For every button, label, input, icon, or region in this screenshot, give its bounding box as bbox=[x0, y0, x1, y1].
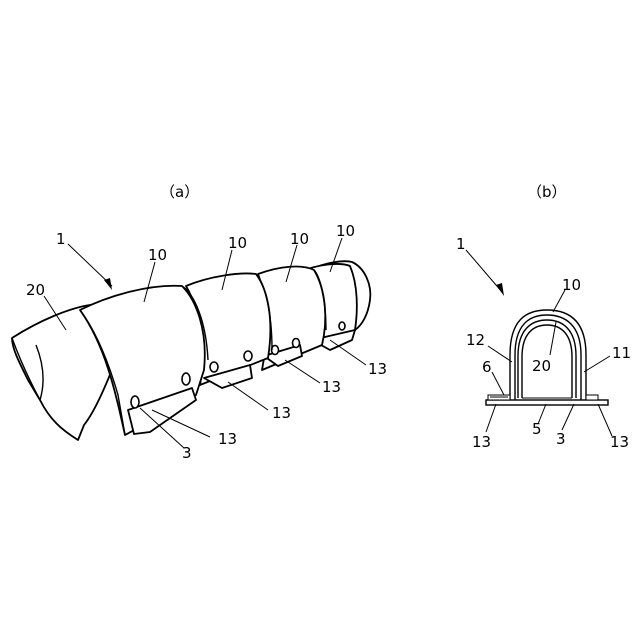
label-cover-2: 10 bbox=[228, 234, 247, 252]
caption-a: （a） bbox=[160, 183, 199, 201]
label-assembly-a: 1 bbox=[56, 230, 66, 248]
label-tab-left: 13 bbox=[472, 433, 491, 451]
label-cover-b: 10 bbox=[562, 276, 581, 294]
label-cover-4: 10 bbox=[336, 222, 355, 240]
label-tab-2: 13 bbox=[272, 404, 291, 422]
label-tube-b: 20 bbox=[532, 357, 551, 375]
label-part-6: 6 bbox=[482, 358, 492, 376]
label-tab-right: 13 bbox=[610, 433, 629, 451]
label-assembly-b: 1 bbox=[456, 235, 466, 253]
label-hole-a: 3 bbox=[182, 444, 192, 462]
label-side-right: 11 bbox=[612, 344, 631, 362]
label-tab-3: 13 bbox=[322, 378, 341, 396]
label-tube-a: 20 bbox=[26, 281, 45, 299]
caption-b: （b） bbox=[527, 183, 567, 201]
label-cover-3: 10 bbox=[290, 230, 309, 248]
label-tab-1: 13 bbox=[218, 430, 237, 448]
label-tab-4: 13 bbox=[368, 360, 387, 378]
label-hole-b: 3 bbox=[556, 430, 566, 448]
leaders-b bbox=[466, 250, 612, 436]
label-cover-1: 10 bbox=[148, 246, 167, 264]
label-side-left: 12 bbox=[466, 331, 485, 349]
figure-a: （a） bbox=[12, 183, 387, 462]
figure-b: （b） bbox=[456, 183, 631, 451]
label-base: 5 bbox=[532, 420, 542, 438]
